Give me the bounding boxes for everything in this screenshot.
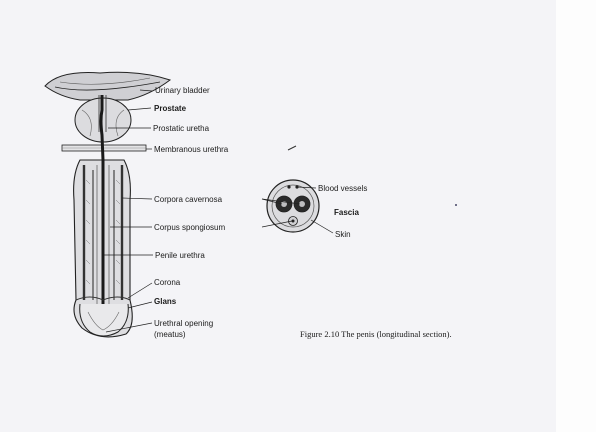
label-corona: Corona (154, 278, 181, 287)
scan-edge (556, 0, 596, 432)
label-penile-urethra: Penile urethra (155, 251, 205, 260)
label-fascia: Fascia (334, 208, 359, 217)
labels: Urinary bladder Prostate Prostatic ureth… (153, 86, 367, 339)
label-corpora-cavernosa: Corpora cavernosa (154, 195, 223, 204)
stray-dot (455, 204, 457, 206)
leader-lines-left (104, 89, 153, 333)
label-membranous-urethra: Membranous urethra (154, 145, 229, 154)
stray-mark (287, 145, 297, 151)
label-urethral-opening: Urethral opening (154, 319, 213, 328)
label-glans: Glans (154, 297, 177, 306)
label-meatus: (meatus) (154, 330, 186, 339)
label-prostate: Prostate (154, 104, 187, 113)
label-corpus-spongiosum: Corpus spongiosum (154, 223, 225, 232)
label-blood-vessels: Blood vessels (318, 184, 367, 193)
longitudinal-section-illustration (44, 71, 172, 338)
label-skin: Skin (335, 230, 351, 239)
label-urinary-bladder: Urinary bladder (155, 86, 210, 95)
figure-caption: Figure 2.10 The penis (longitudinal sect… (300, 329, 452, 339)
cross-section-illustration (266, 179, 320, 233)
leader-lines-cross-section (261, 186, 334, 234)
label-prostatic-urethra: Prostatic uretha (153, 124, 210, 133)
